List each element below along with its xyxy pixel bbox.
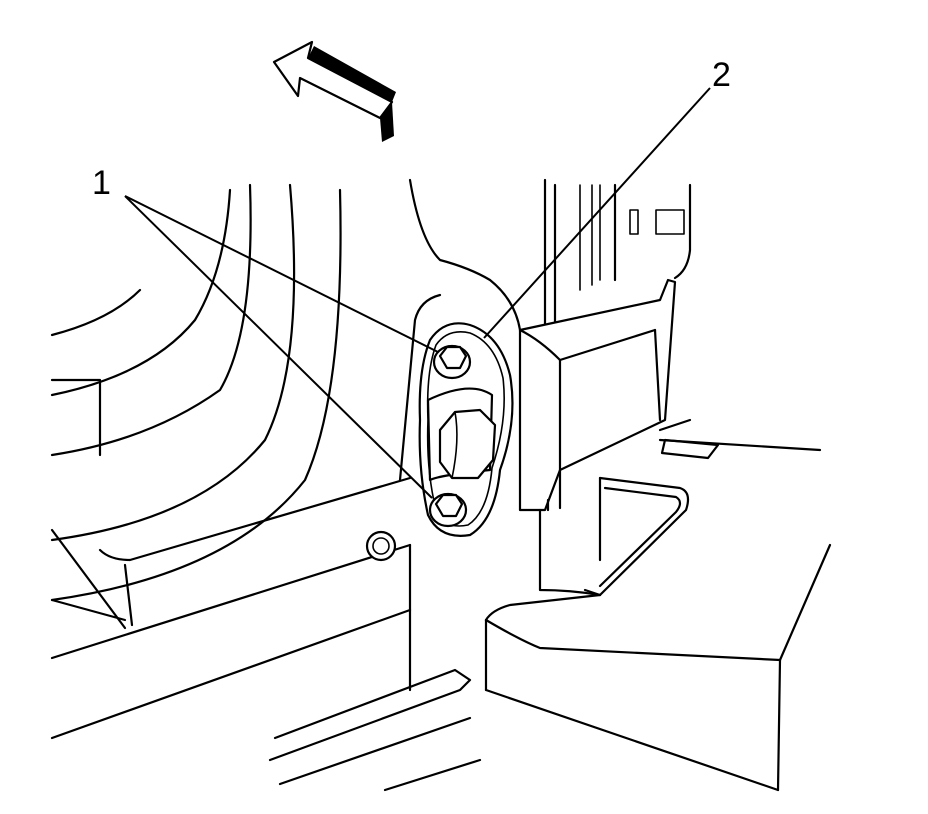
callout-1: 1	[92, 164, 111, 202]
body-plug	[365, 530, 397, 562]
forward-arrow-icon	[272, 40, 396, 142]
lower-bolt	[428, 492, 468, 528]
door-hinge-bracket	[518, 278, 677, 512]
callout-2: 2	[712, 56, 731, 94]
leader-1-lower	[124, 195, 433, 499]
leader-lines	[124, 87, 711, 499]
hinge-plate	[418, 322, 514, 537]
door-lower-frame	[484, 418, 832, 792]
wheel-arcs	[50, 183, 342, 602]
leader-2	[483, 87, 711, 339]
upper-bolt	[432, 344, 472, 380]
leader-1-upper	[124, 195, 439, 353]
rocker-panel	[50, 476, 482, 792]
body-pillar	[398, 178, 692, 482]
